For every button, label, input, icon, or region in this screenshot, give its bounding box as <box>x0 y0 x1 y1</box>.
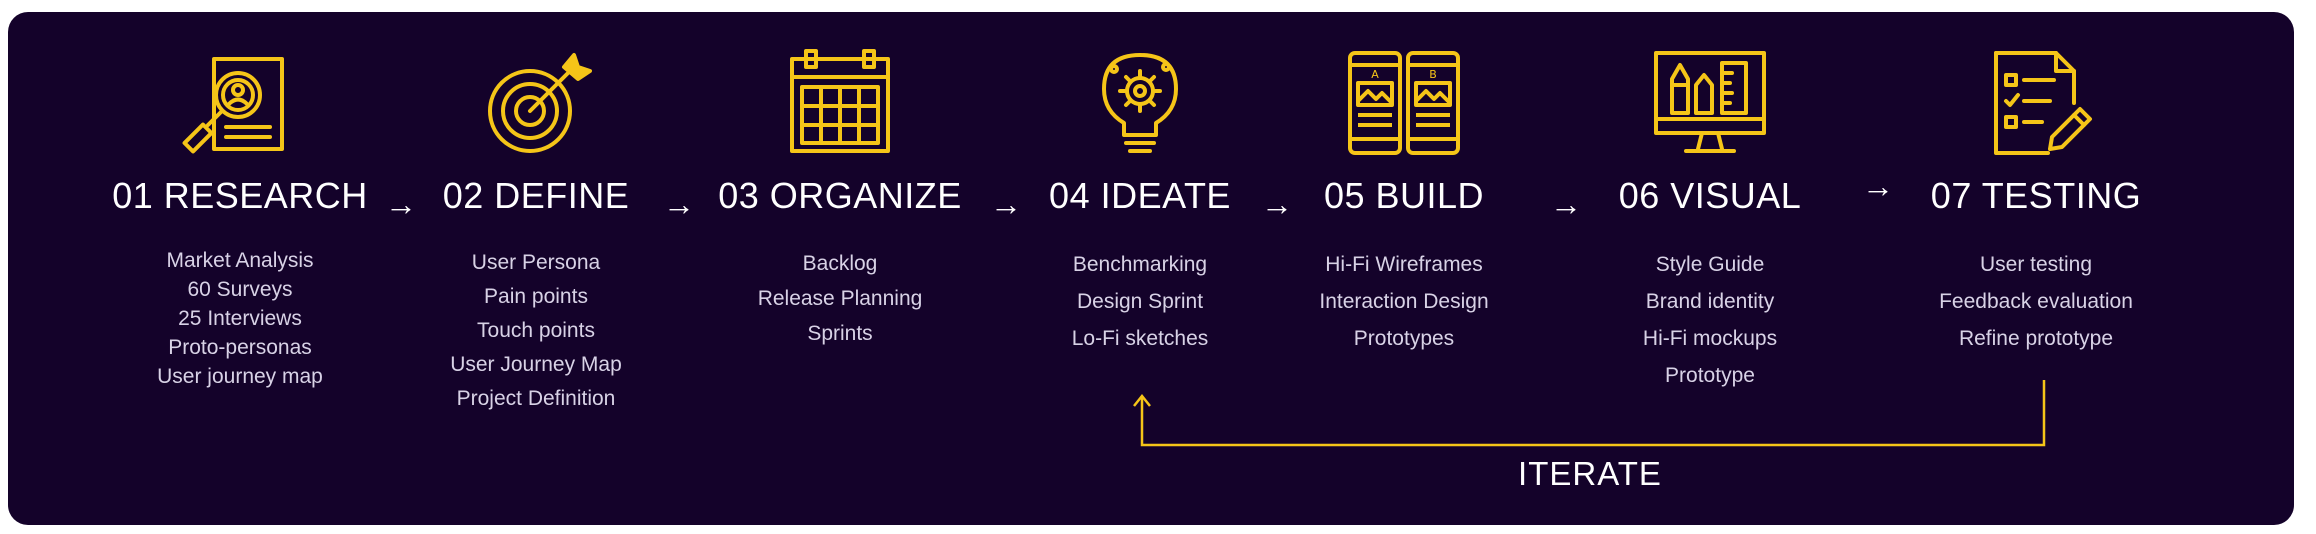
step-title: 01 RESEARCH <box>112 175 368 216</box>
list-item: Proto-personas <box>168 336 312 359</box>
step-item-list: Market Analysis 60 Surveys 25 Interviews… <box>70 246 410 391</box>
list-item: Style Guide <box>1655 253 1765 276</box>
monitor-design-tools-icon <box>1650 45 1770 165</box>
step-item-list: Benchmarking Design Sprint Lo-Fi sketche… <box>970 246 1310 357</box>
arrow-right-icon: → <box>1862 168 1894 204</box>
step-item-list: Hi-Fi Wireframes Interaction Design Prot… <box>1234 246 1574 357</box>
list-item: Release Planning <box>757 287 923 310</box>
magnifier-profile-icon <box>180 45 300 165</box>
svg-text:A: A <box>1371 68 1379 81</box>
list-item: Design Sprint <box>1076 290 1204 313</box>
arrow-right-icon: → <box>1261 186 1293 222</box>
step-item-list: User testing Feedback evaluation Refine … <box>1866 246 2206 357</box>
iterate-label: ITERATE <box>1518 455 1662 492</box>
list-item: Hi-Fi Wireframes <box>1325 253 1483 276</box>
arrow-right-icon: → <box>385 186 417 222</box>
list-item: User journey map <box>157 365 323 388</box>
list-item: Touch points <box>477 319 595 342</box>
step-title: 02 DEFINE <box>442 175 630 216</box>
list-item: 60 Surveys <box>187 278 293 301</box>
calendar-icon <box>780 45 900 165</box>
step-title: 03 ORGANIZE <box>718 175 962 216</box>
arrow-right-icon: → <box>1550 186 1582 222</box>
list-item: Project Definition <box>456 387 616 410</box>
list-item: User Journey Map <box>450 353 622 376</box>
svg-text:B: B <box>1429 68 1437 81</box>
list-item: Lo-Fi sketches <box>1071 327 1209 350</box>
list-item: Benchmarking <box>1072 253 1208 276</box>
step-title: 06 VISUAL <box>1618 175 1802 216</box>
step-title: 04 IDEATE <box>1049 175 1231 216</box>
step-item-list: User Persona Pain points Touch points Us… <box>366 246 706 416</box>
step-item-list: Backlog Release Planning Sprints <box>670 246 1010 351</box>
list-item: Market Analysis <box>166 249 314 272</box>
list-item: Prototype <box>1665 364 1755 387</box>
list-item: Feedback evaluation <box>1939 290 2133 313</box>
list-item: 25 Interviews <box>178 307 302 330</box>
step-title: 07 TESTING <box>1930 175 2142 216</box>
list-item: Backlog <box>802 252 878 275</box>
phone-wireframes-icon: A B <box>1344 45 1464 165</box>
arrow-right-icon: → <box>663 186 695 222</box>
arrow-right-icon: → <box>990 186 1022 222</box>
list-item: Prototypes <box>1353 327 1455 350</box>
lightbulb-gear-icon <box>1080 45 1200 165</box>
list-item: Hi-Fi mockups <box>1642 327 1778 350</box>
target-arrow-icon <box>476 45 596 165</box>
step-item-list: Style Guide Brand identity Hi-Fi mockups… <box>1540 246 1880 394</box>
list-item: Brand identity <box>1645 290 1775 313</box>
checklist-pencil-icon <box>1976 45 2096 165</box>
list-item: Sprints <box>807 322 873 345</box>
list-item: User Persona <box>471 251 601 274</box>
step-title: 05 BUILD <box>1323 175 1485 216</box>
list-item: Refine prototype <box>1958 327 2114 350</box>
list-item: Pain points <box>484 285 588 308</box>
list-item: User testing <box>1979 253 2093 276</box>
list-item: Interaction Design <box>1319 290 1489 313</box>
